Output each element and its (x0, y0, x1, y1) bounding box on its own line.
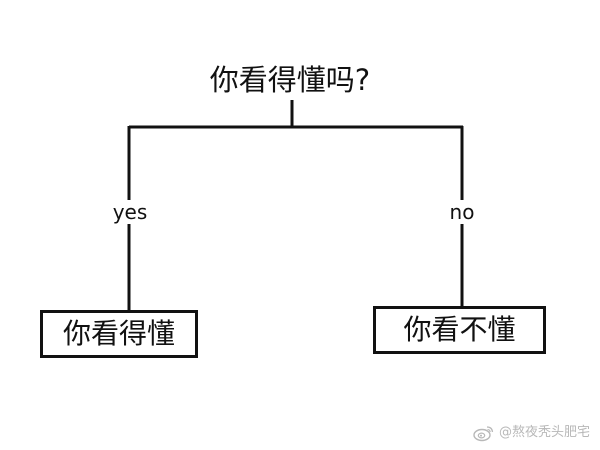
question-node: 你看得懂吗? (209, 63, 371, 97)
watermark-text: @熬夜秃头肥宅 (498, 425, 590, 440)
watermark: @熬夜秃头肥宅 (473, 424, 590, 442)
answer-box-yes: 你看得懂 (40, 310, 198, 358)
branch-label-yes: yes (104, 200, 156, 224)
answer-box-no: 你看不懂 (373, 306, 546, 354)
branch-label-no: no (440, 200, 484, 224)
weibo-logo-icon (473, 426, 494, 442)
